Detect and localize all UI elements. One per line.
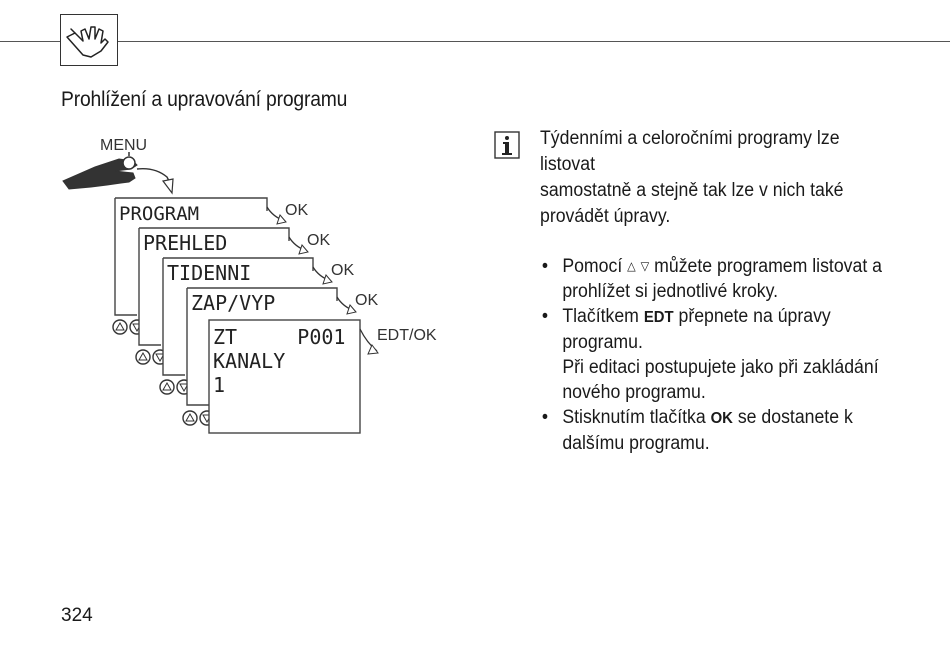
info-icon [494,131,520,159]
hand-pointer-icon [60,14,118,66]
header-rule [0,41,950,42]
page-number: 324 [61,605,93,626]
list-item: • Stisknutím tlačítka OK se dostanete k … [541,407,853,454]
info-line-2: samostatně a stejně tak lze v nich také … [540,180,844,227]
screen-detail-line1: ZT P001 [213,325,345,349]
screen-prehled-text: PREHLED [143,231,227,255]
edt-key: EDT [643,309,674,326]
info-line-1: Týdenními a celoročními programy lze lis… [540,128,840,175]
menu-label: MENU [100,137,147,154]
list-item: • Pomocí △ ▽ můžete programem listovat a… [541,256,882,302]
edt-ok-label: EDT/OK [377,327,437,344]
ok-label-2: OK [307,232,330,249]
ok-label-3: OK [331,262,354,279]
screen-program: PROGRAM OK [112,197,308,335]
ok-key: OK [710,410,733,427]
menu-arrow [136,167,172,186]
up-triangle-icon: △ [627,259,636,273]
pressing-hand-icon [62,152,138,190]
down-triangle-icon: ▽ [640,259,650,273]
screen-program-text: PROGRAM [119,203,199,225]
ok-label-1: OK [285,202,308,219]
screen-zap-vyp-text: ZAP/VYP [191,291,275,315]
screen-tidenni-text: TIDENNI [167,261,251,285]
screen-detail: ZT P001 KANALY 1 EDT/OK [208,319,437,434]
ok-label-4: OK [355,292,378,309]
screen-detail-line2: KANALY [213,349,285,373]
instruction-list: • Pomocí △ ▽ můžete programem listovat a… [540,254,893,456]
info-note: Týdenními a celoročními programy lze lis… [540,126,875,230]
program-screens-diagram: MENU PROGRAM OK PREHLED OK [62,137,437,434]
screen-detail-line3: 1 [213,373,225,397]
list-item: • Tlačítkem EDT přepnete na úpravy progr… [541,306,879,403]
page-title: Prohlížení a upravování programu [61,88,348,111]
